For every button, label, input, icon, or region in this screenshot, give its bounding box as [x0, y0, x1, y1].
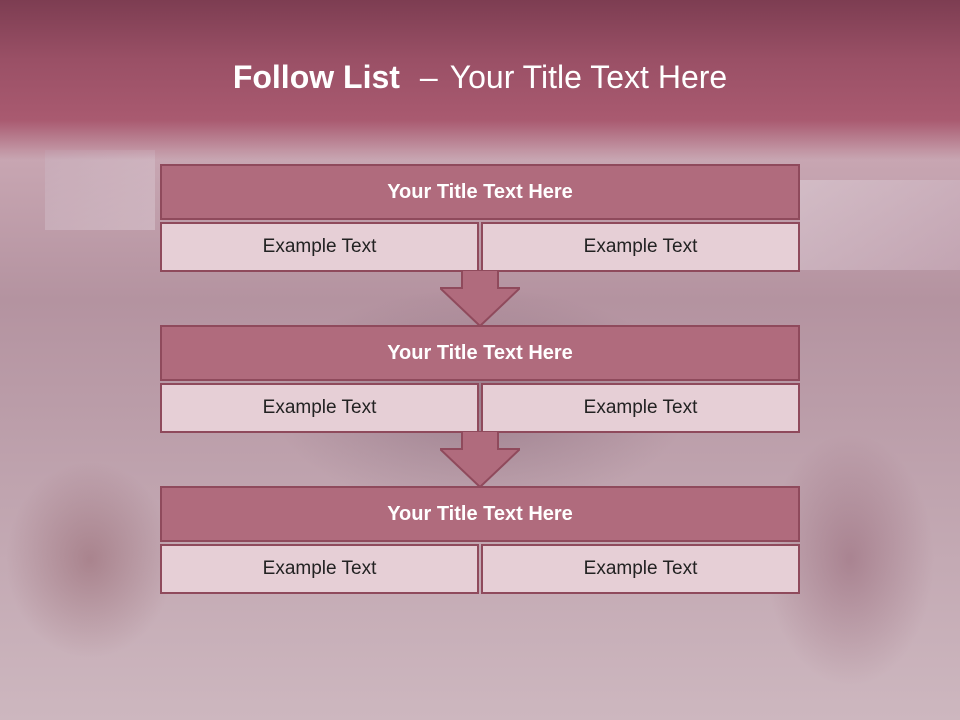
header-band	[0, 0, 960, 160]
slide-title: Follow List – Your Title Text Here	[0, 52, 960, 102]
block-title: Your Title Text Here	[160, 164, 800, 220]
down-arrow-icon	[440, 431, 520, 487]
wall-art-right	[800, 180, 960, 270]
block-row: Example Text Example Text	[160, 222, 800, 272]
block-title: Your Title Text Here	[160, 325, 800, 381]
block-cell-right: Example Text	[481, 544, 800, 594]
block-cell-left: Example Text	[160, 222, 479, 272]
list-block-3: Your Title Text Here Example Text Exampl…	[160, 486, 800, 594]
block-cell-right: Example Text	[481, 383, 800, 433]
block-cell-right: Example Text	[481, 222, 800, 272]
block-row: Example Text Example Text	[160, 544, 800, 594]
slide-title-rest: Your Title Text Here	[449, 58, 728, 95]
list-block-1: Your Title Text Here Example Text Exampl…	[160, 164, 800, 272]
block-row: Example Text Example Text	[160, 383, 800, 433]
block-cell-left: Example Text	[160, 544, 479, 594]
slide-title-separator: –	[419, 58, 438, 95]
slide-title-bold: Follow List	[232, 58, 400, 95]
list-block-2: Your Title Text Here Example Text Exampl…	[160, 325, 800, 433]
block-title: Your Title Text Here	[160, 486, 800, 542]
down-arrow-icon	[440, 270, 520, 326]
block-cell-left: Example Text	[160, 383, 479, 433]
wall-art-left	[45, 150, 155, 230]
